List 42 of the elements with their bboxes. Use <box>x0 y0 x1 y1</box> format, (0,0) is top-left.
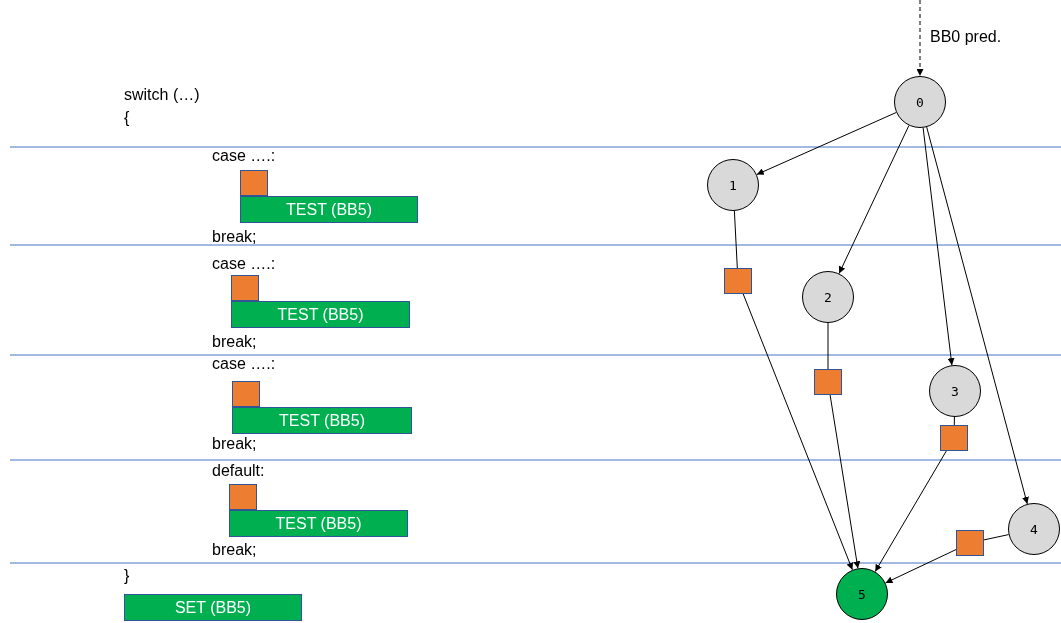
code-text: switch (…) <box>124 86 200 104</box>
marker-square <box>814 369 842 395</box>
arrow <box>838 125 910 274</box>
marker-square <box>724 268 752 294</box>
code-text: default: <box>212 462 265 480</box>
marker-square <box>232 381 260 407</box>
marker-square <box>940 425 968 451</box>
connector-line <box>733 210 738 269</box>
arrow <box>756 112 897 175</box>
marker-square <box>240 170 268 196</box>
code-text: case ….: <box>212 355 276 373</box>
graph-node-circle: 0 <box>894 76 946 128</box>
arrow <box>916 0 924 77</box>
graph-node-circle: 3 <box>929 365 981 417</box>
connector-line <box>827 322 829 370</box>
code-text: break; <box>212 541 257 559</box>
block-bar: TEST (BB5) <box>232 407 412 434</box>
code-text: break; <box>212 435 257 453</box>
connector-line <box>953 416 955 426</box>
graph-node-circle: 1 <box>707 159 759 211</box>
code-text: break; <box>212 228 257 246</box>
code-text: case ….: <box>212 255 276 273</box>
graph-node-circle: 2 <box>802 271 854 323</box>
block-bar: TEST (BB5) <box>229 510 408 537</box>
marker-square <box>231 275 259 301</box>
code-text: { <box>124 109 130 127</box>
marker-square <box>229 484 257 510</box>
code-text: case ….: <box>212 147 276 165</box>
code-text: break; <box>212 333 257 351</box>
arrow <box>874 450 947 573</box>
graph-node-circle: 4 <box>1008 503 1060 555</box>
block-bar: SET (BB5) <box>124 594 302 621</box>
arrow <box>926 126 1029 505</box>
marker-square <box>956 530 984 556</box>
block-bar: TEST (BB5) <box>240 196 418 223</box>
arrow <box>742 293 854 571</box>
arrow <box>922 127 955 366</box>
block-bar: TEST (BB5) <box>231 301 410 328</box>
connector-line <box>983 534 1010 541</box>
arrow <box>885 549 957 584</box>
graph-node-circle: 5 <box>836 568 888 620</box>
arrow <box>829 394 861 569</box>
